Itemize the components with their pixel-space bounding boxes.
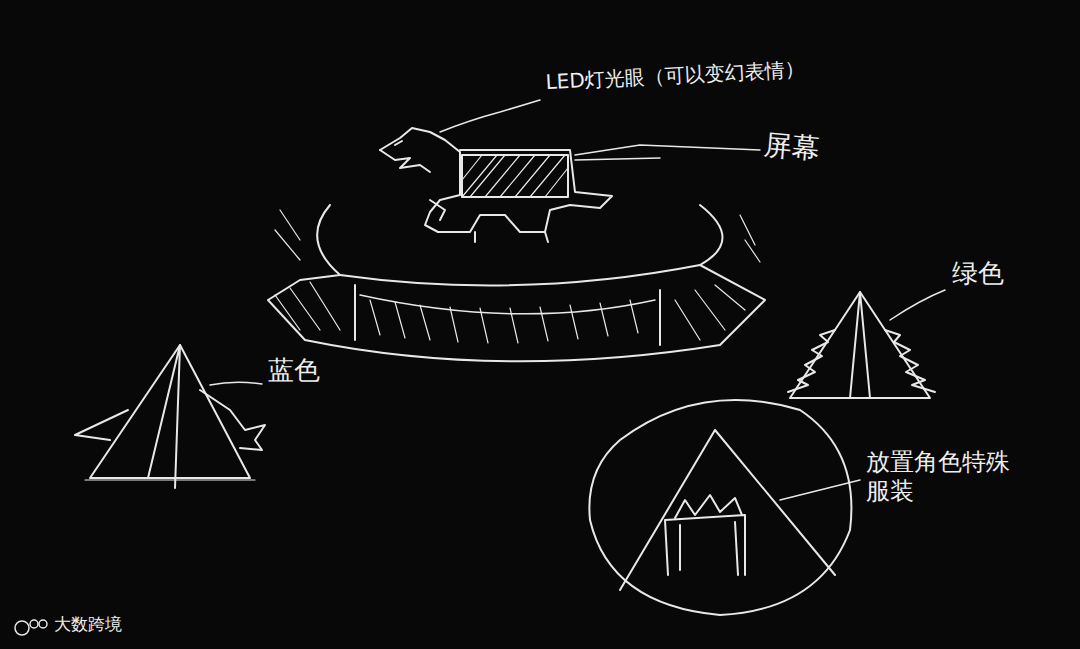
- leader-line: [210, 100, 945, 500]
- blue-tent: [75, 345, 265, 488]
- costume-tent-plan: [589, 400, 851, 615]
- dinosaur-figure: [380, 128, 612, 242]
- color-note: 绿色: [952, 258, 1004, 289]
- color-note: 蓝色: [268, 355, 320, 386]
- watermark-logo: [15, 620, 47, 635]
- part-label: 屏幕: [762, 128, 821, 166]
- green-tent: [788, 292, 935, 398]
- usage-note: 放置角色特殊服装: [866, 448, 1026, 506]
- component-note: LED灯光眼（可以变幻表情）: [545, 56, 805, 94]
- watermark: 大数跨境: [54, 614, 122, 634]
- round-stage: [268, 205, 765, 361]
